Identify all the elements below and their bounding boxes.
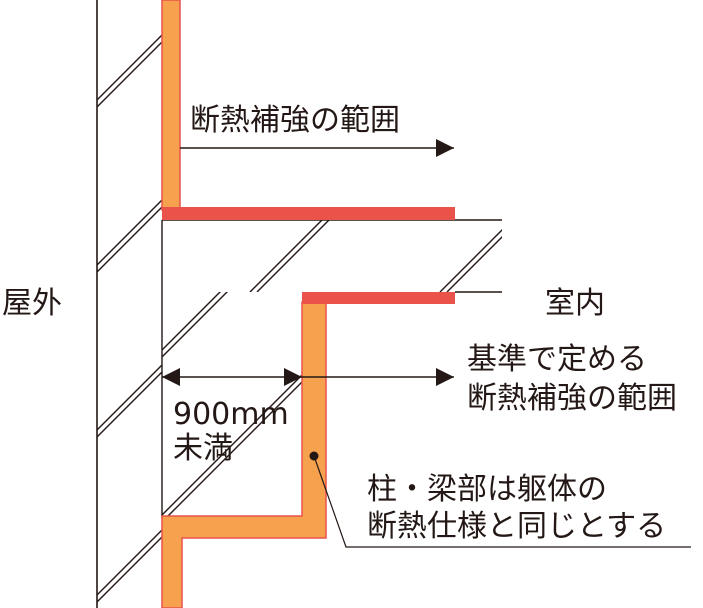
beam-insulation [161,301,327,608]
note-label-2: 断熱仕様と同じとする [367,509,666,544]
standard-range-label-2: 断熱補強の範囲 [467,381,677,416]
slab-top-insulation [162,207,455,220]
wall-hatching [97,34,162,603]
note-label-1: 柱・梁部は躯体の [367,472,607,507]
beam-hatching [162,292,302,518]
wall-insulation-upper [161,0,181,211]
slab-bottom-insulation [302,292,455,304]
dimension-label-2: 未満 [173,431,233,466]
dimension-label-1: 900mm [173,397,289,432]
standard-range-label-1: 基準で定める [467,342,647,377]
indoor-label: 室内 [545,286,605,321]
leader-line [313,455,691,548]
top-range-label: 断熱補強の範囲 [190,103,400,138]
slab-hatching [249,220,502,292]
outdoor-label: 屋外 [2,286,62,321]
